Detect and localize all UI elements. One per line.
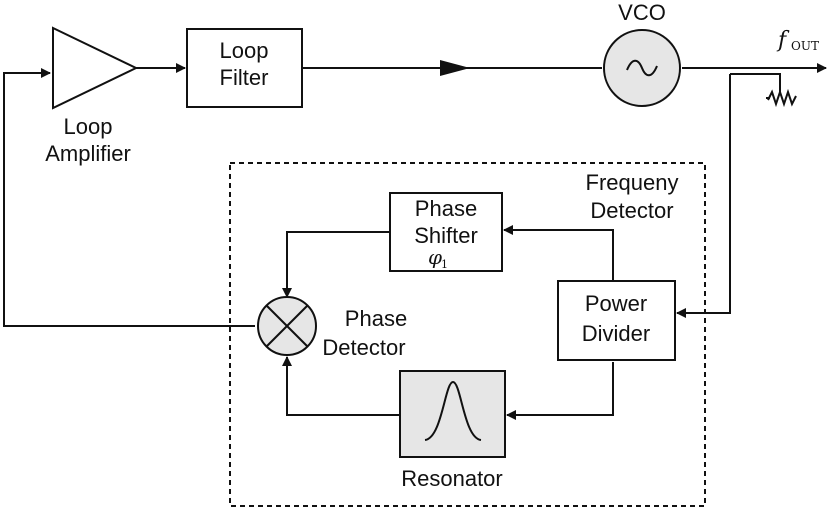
amplifier-triangle-icon bbox=[52, 26, 139, 110]
wire-shifter-to-detector bbox=[282, 231, 389, 298]
phase-shifter-label-line1: Phase bbox=[415, 196, 477, 221]
output-subscript: OUT bbox=[791, 39, 819, 53]
termination-resistor-icon bbox=[767, 88, 797, 108]
phase-shifter-label-line2: Shifter bbox=[414, 223, 478, 248]
phase-detector: Phase Detector bbox=[257, 296, 407, 360]
loop-amplifier: Loop Amplifier bbox=[45, 26, 139, 166]
wire-termination-stub bbox=[730, 73, 781, 92]
wire-divider-to-resonator bbox=[506, 362, 614, 420]
output-symbol: f bbox=[776, 28, 790, 53]
resonator: Resonator bbox=[399, 370, 506, 491]
resonator-label: Resonator bbox=[401, 466, 503, 491]
phase-shifter-symbol: φ bbox=[428, 245, 442, 269]
loop-filter-label-line2: Filter bbox=[220, 65, 269, 90]
vco-label: VCO bbox=[618, 0, 666, 25]
output-label: f OUT bbox=[776, 28, 819, 53]
wire-arrow-midpoint bbox=[440, 60, 470, 76]
wire-resonator-to-detector bbox=[282, 356, 399, 416]
wire-divider-to-shifter bbox=[503, 225, 614, 280]
bandpass-curve-icon bbox=[424, 380, 482, 441]
phase-detector-label-line1: Phase bbox=[345, 306, 407, 331]
frequency-detector-label-line1: Frequeny bbox=[586, 170, 679, 195]
loop-amplifier-label-line2: Amplifier bbox=[45, 141, 131, 166]
power-divider-label-line1: Power bbox=[585, 291, 647, 316]
wire-phase-detector-to-amplifier bbox=[3, 68, 255, 327]
phase-shifter-subscript: 1 bbox=[441, 258, 448, 271]
power-divider-label-line2: Divider bbox=[582, 321, 650, 346]
loop-amplifier-label-line1: Loop bbox=[64, 114, 113, 139]
loop-filter-label-line1: Loop bbox=[220, 38, 269, 63]
frequency-detector-label-line2: Detector bbox=[590, 198, 673, 223]
phase-shifter: Phase Shifter φ 1 bbox=[389, 192, 503, 272]
frequency-detector-boundary bbox=[229, 162, 706, 507]
loop-filter: Loop Filter bbox=[186, 28, 303, 108]
sine-wave-icon bbox=[626, 59, 658, 77]
vco: VCO bbox=[603, 0, 681, 107]
phase-detector-label-line2: Detector bbox=[322, 335, 405, 360]
power-divider: Power Divider bbox=[557, 280, 676, 361]
wire-output-tap bbox=[676, 74, 731, 318]
